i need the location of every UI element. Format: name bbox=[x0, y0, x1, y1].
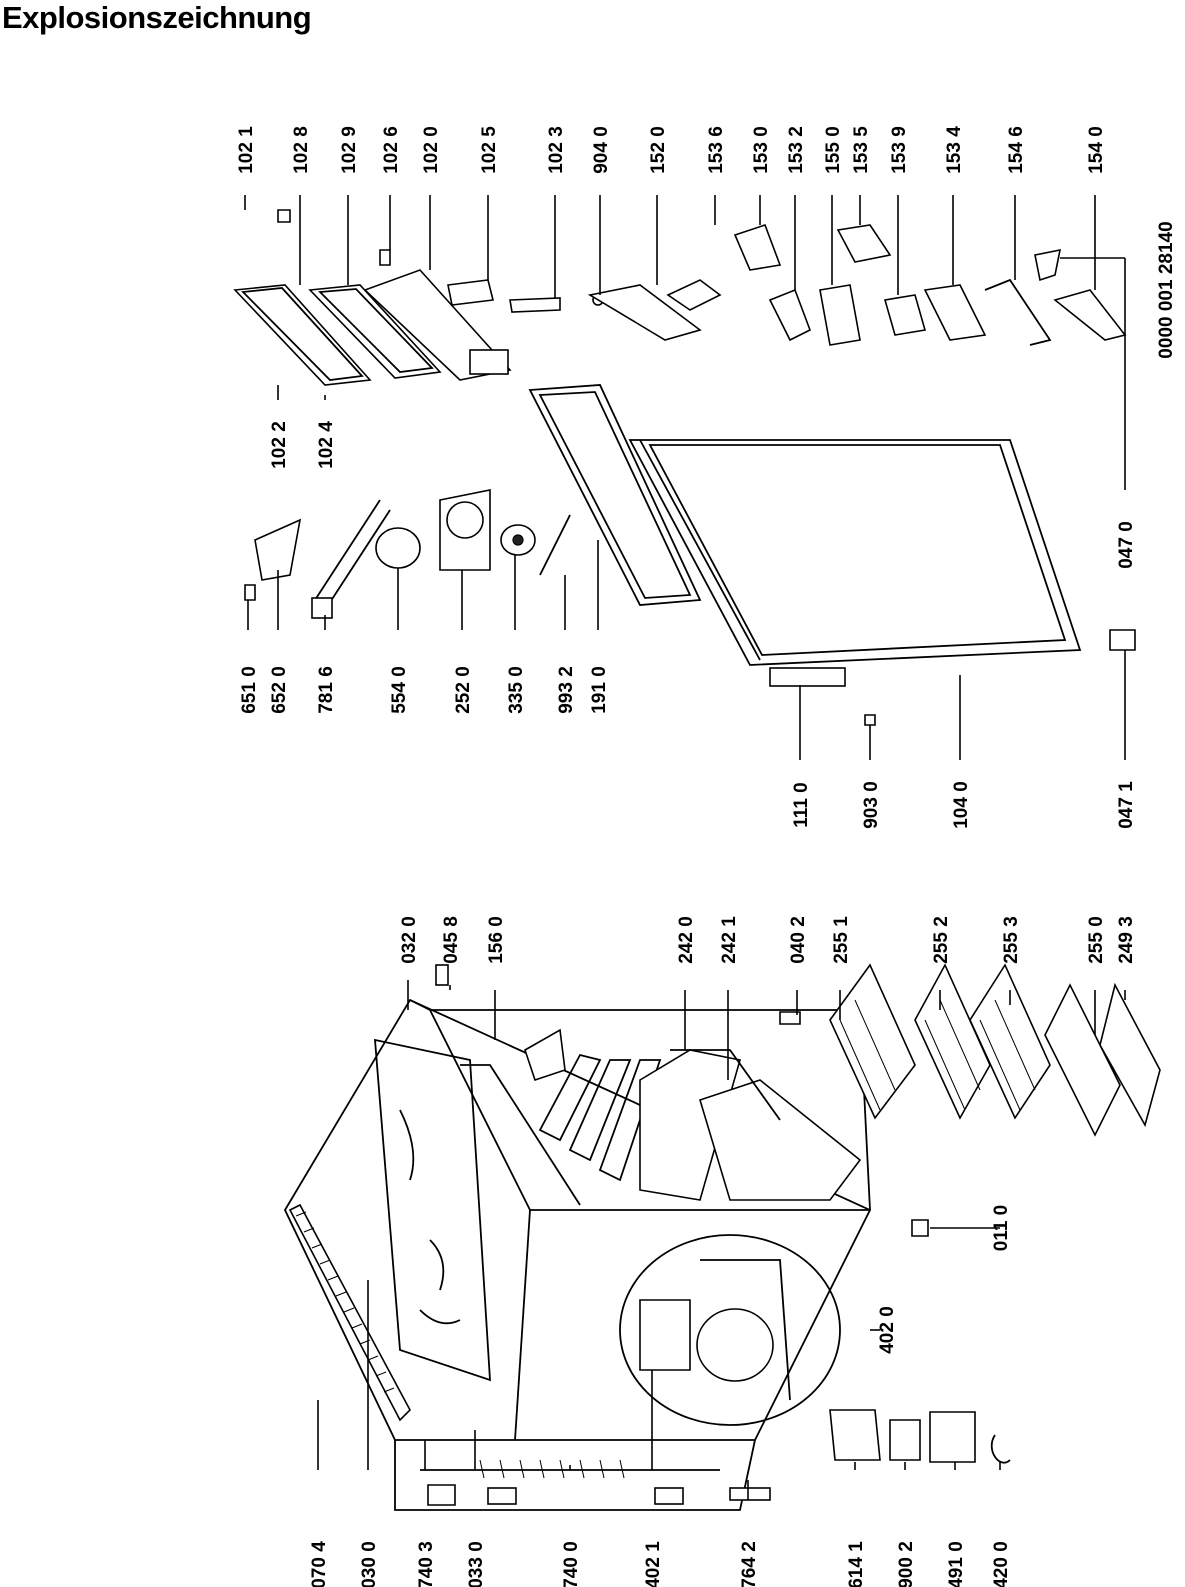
label-993-2: 993 2 bbox=[556, 666, 577, 714]
label-255-2: 255 2 bbox=[931, 916, 952, 964]
label-045-8: 045 8 bbox=[441, 916, 462, 964]
label-335-0: 335 0 bbox=[506, 666, 527, 714]
label-242-0: 242 0 bbox=[676, 916, 697, 964]
label-255-3: 255 3 bbox=[1001, 916, 1022, 964]
control-parts bbox=[244, 248, 1136, 726]
label-191-0: 191 0 bbox=[589, 666, 610, 714]
label-102-0: 102 0 bbox=[421, 126, 442, 174]
page-title: Explosionszeichnung bbox=[2, 0, 312, 35]
label-047-1: 047 1 bbox=[1116, 781, 1137, 829]
label-420-0: 420 0 bbox=[991, 1541, 1012, 1587]
label-554-0: 554 0 bbox=[389, 666, 410, 714]
label-102-8: 102 8 bbox=[291, 126, 312, 174]
leader-lines bbox=[244, 195, 1126, 1500]
label-153-5: 153 5 bbox=[851, 126, 872, 174]
label-047-0: 047 0 bbox=[1116, 521, 1137, 569]
label-153-4: 153 4 bbox=[944, 126, 965, 174]
label-255-1: 255 1 bbox=[831, 916, 852, 964]
label-153-6: 153 6 bbox=[706, 126, 727, 174]
door-drawing bbox=[528, 384, 1082, 687]
label-154-0: 154 0 bbox=[1086, 126, 1107, 174]
label-032-0: 032 0 bbox=[399, 916, 420, 964]
label-491-0: 491 0 bbox=[946, 1541, 967, 1587]
label-764-2: 764 2 bbox=[739, 1541, 760, 1587]
label-652-0: 652 0 bbox=[269, 666, 290, 714]
label-781-6: 781 6 bbox=[316, 666, 337, 714]
label-102-4: 102 4 bbox=[316, 421, 337, 469]
label-614-1: 614 1 bbox=[846, 1541, 867, 1587]
label-740-0: 740 0 bbox=[561, 1541, 582, 1587]
label-011-0: 011 0 bbox=[991, 1205, 1012, 1252]
label-102-1: 102 1 bbox=[236, 126, 257, 174]
label-033-0: 033 0 bbox=[466, 1541, 487, 1587]
label-102-5: 102 5 bbox=[479, 126, 500, 174]
label-111-0: 111 0 bbox=[791, 782, 812, 827]
door-bins bbox=[233, 209, 1127, 386]
label-153-2: 153 2 bbox=[786, 126, 807, 174]
label-242-1: 242 1 bbox=[719, 916, 740, 964]
label-903-0: 903 0 bbox=[861, 781, 882, 829]
label-904-0: 904 0 bbox=[591, 126, 612, 174]
label-104-0: 104 0 bbox=[951, 781, 972, 829]
label-102-6: 102 6 bbox=[381, 126, 402, 174]
label-740-3: 740 3 bbox=[416, 1541, 437, 1587]
label-249-3: 249 3 bbox=[1116, 916, 1137, 964]
document-number: 0000 001 28140 bbox=[1156, 221, 1177, 358]
label-102-9: 102 9 bbox=[339, 126, 360, 174]
label-040-2: 040 2 bbox=[788, 916, 809, 964]
label-070-4: 070 4 bbox=[309, 1541, 330, 1587]
label-651-0: 651 0 bbox=[239, 666, 260, 714]
label-252-0: 252 0 bbox=[453, 666, 474, 714]
label-156-0: 156 0 bbox=[486, 916, 507, 964]
label-030-0: 030 0 bbox=[359, 1541, 380, 1587]
cabinet-small-parts bbox=[427, 964, 1011, 1506]
glass-shelves bbox=[829, 963, 1161, 1137]
label-102-2: 102 2 bbox=[269, 421, 290, 469]
label-402-1: 402 1 bbox=[643, 1541, 664, 1587]
label-152-0: 152 0 bbox=[648, 126, 669, 174]
label-153-9: 153 9 bbox=[889, 126, 910, 174]
cabinet-drawing bbox=[283, 998, 872, 1511]
label-153-0: 153 0 bbox=[751, 126, 772, 174]
label-900-2: 900 2 bbox=[896, 1541, 917, 1587]
label-102-3: 102 3 bbox=[546, 126, 567, 174]
label-402-0: 402 0 bbox=[877, 1306, 898, 1354]
label-255-0: 255 0 bbox=[1086, 916, 1107, 964]
label-154-6: 154 6 bbox=[1006, 126, 1027, 174]
part-labels: 070 4 030 0 740 3 033 0 740 0 402 1 764 … bbox=[236, 126, 1137, 1587]
label-155-0: 155 0 bbox=[823, 126, 844, 174]
